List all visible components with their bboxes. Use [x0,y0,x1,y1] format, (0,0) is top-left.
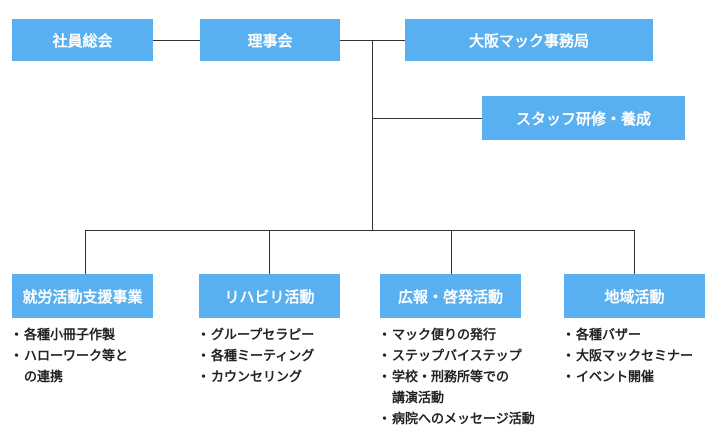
list-item: 病院へのメッセージ活動 [378,409,560,430]
list-item: 大阪マックセミナー [562,346,714,367]
list-item: 各種ミーティング [197,346,369,367]
node-secretariat: 大阪マック事務局 [405,19,653,61]
connector-to-community [634,230,635,274]
list-item: 各種小冊子作製 [10,325,162,346]
connector-to-employment [85,230,86,274]
list-community: 各種バザー 大阪マックセミナー イベント開催 [562,325,714,388]
node-training: スタッフ研修・養成 [482,96,685,140]
list-item: ステップバイステップ [378,346,560,367]
list-item: マック便りの発行 [378,325,560,346]
connector-bottom-bus [85,230,635,231]
connector-to-rehab [269,230,270,274]
connector-trunk-training [372,118,482,119]
list-item: 各種バザー [562,325,714,346]
list-item: グループセラピー [197,325,369,346]
list-item: ハローワーク等と の連携 [10,346,162,388]
list-item: カウンセリング [197,367,369,388]
node-community: 地域活動 [564,274,705,318]
list-employment: 各種小冊子作製 ハローワーク等と の連携 [10,325,162,388]
list-item: イベント開催 [562,367,714,388]
node-staff-assembly: 社員総会 [12,19,153,61]
connector-to-pr [451,230,452,274]
node-employment: 就労活動支援事業 [12,274,153,318]
node-board: 理事会 [200,19,340,61]
list-item: 学校・刑務所等での 講演活動 [378,367,560,409]
node-rehab: リハビリ活動 [199,274,340,318]
connector-main-trunk [372,40,373,231]
list-pr: マック便りの発行 ステップバイステップ 学校・刑務所等での 講演活動 病院へのメ… [378,325,560,430]
node-pr: 広報・啓発活動 [380,274,521,318]
connector-assembly-board [153,40,200,41]
list-rehab: グループセラピー 各種ミーティング カウンセリング [197,325,369,388]
